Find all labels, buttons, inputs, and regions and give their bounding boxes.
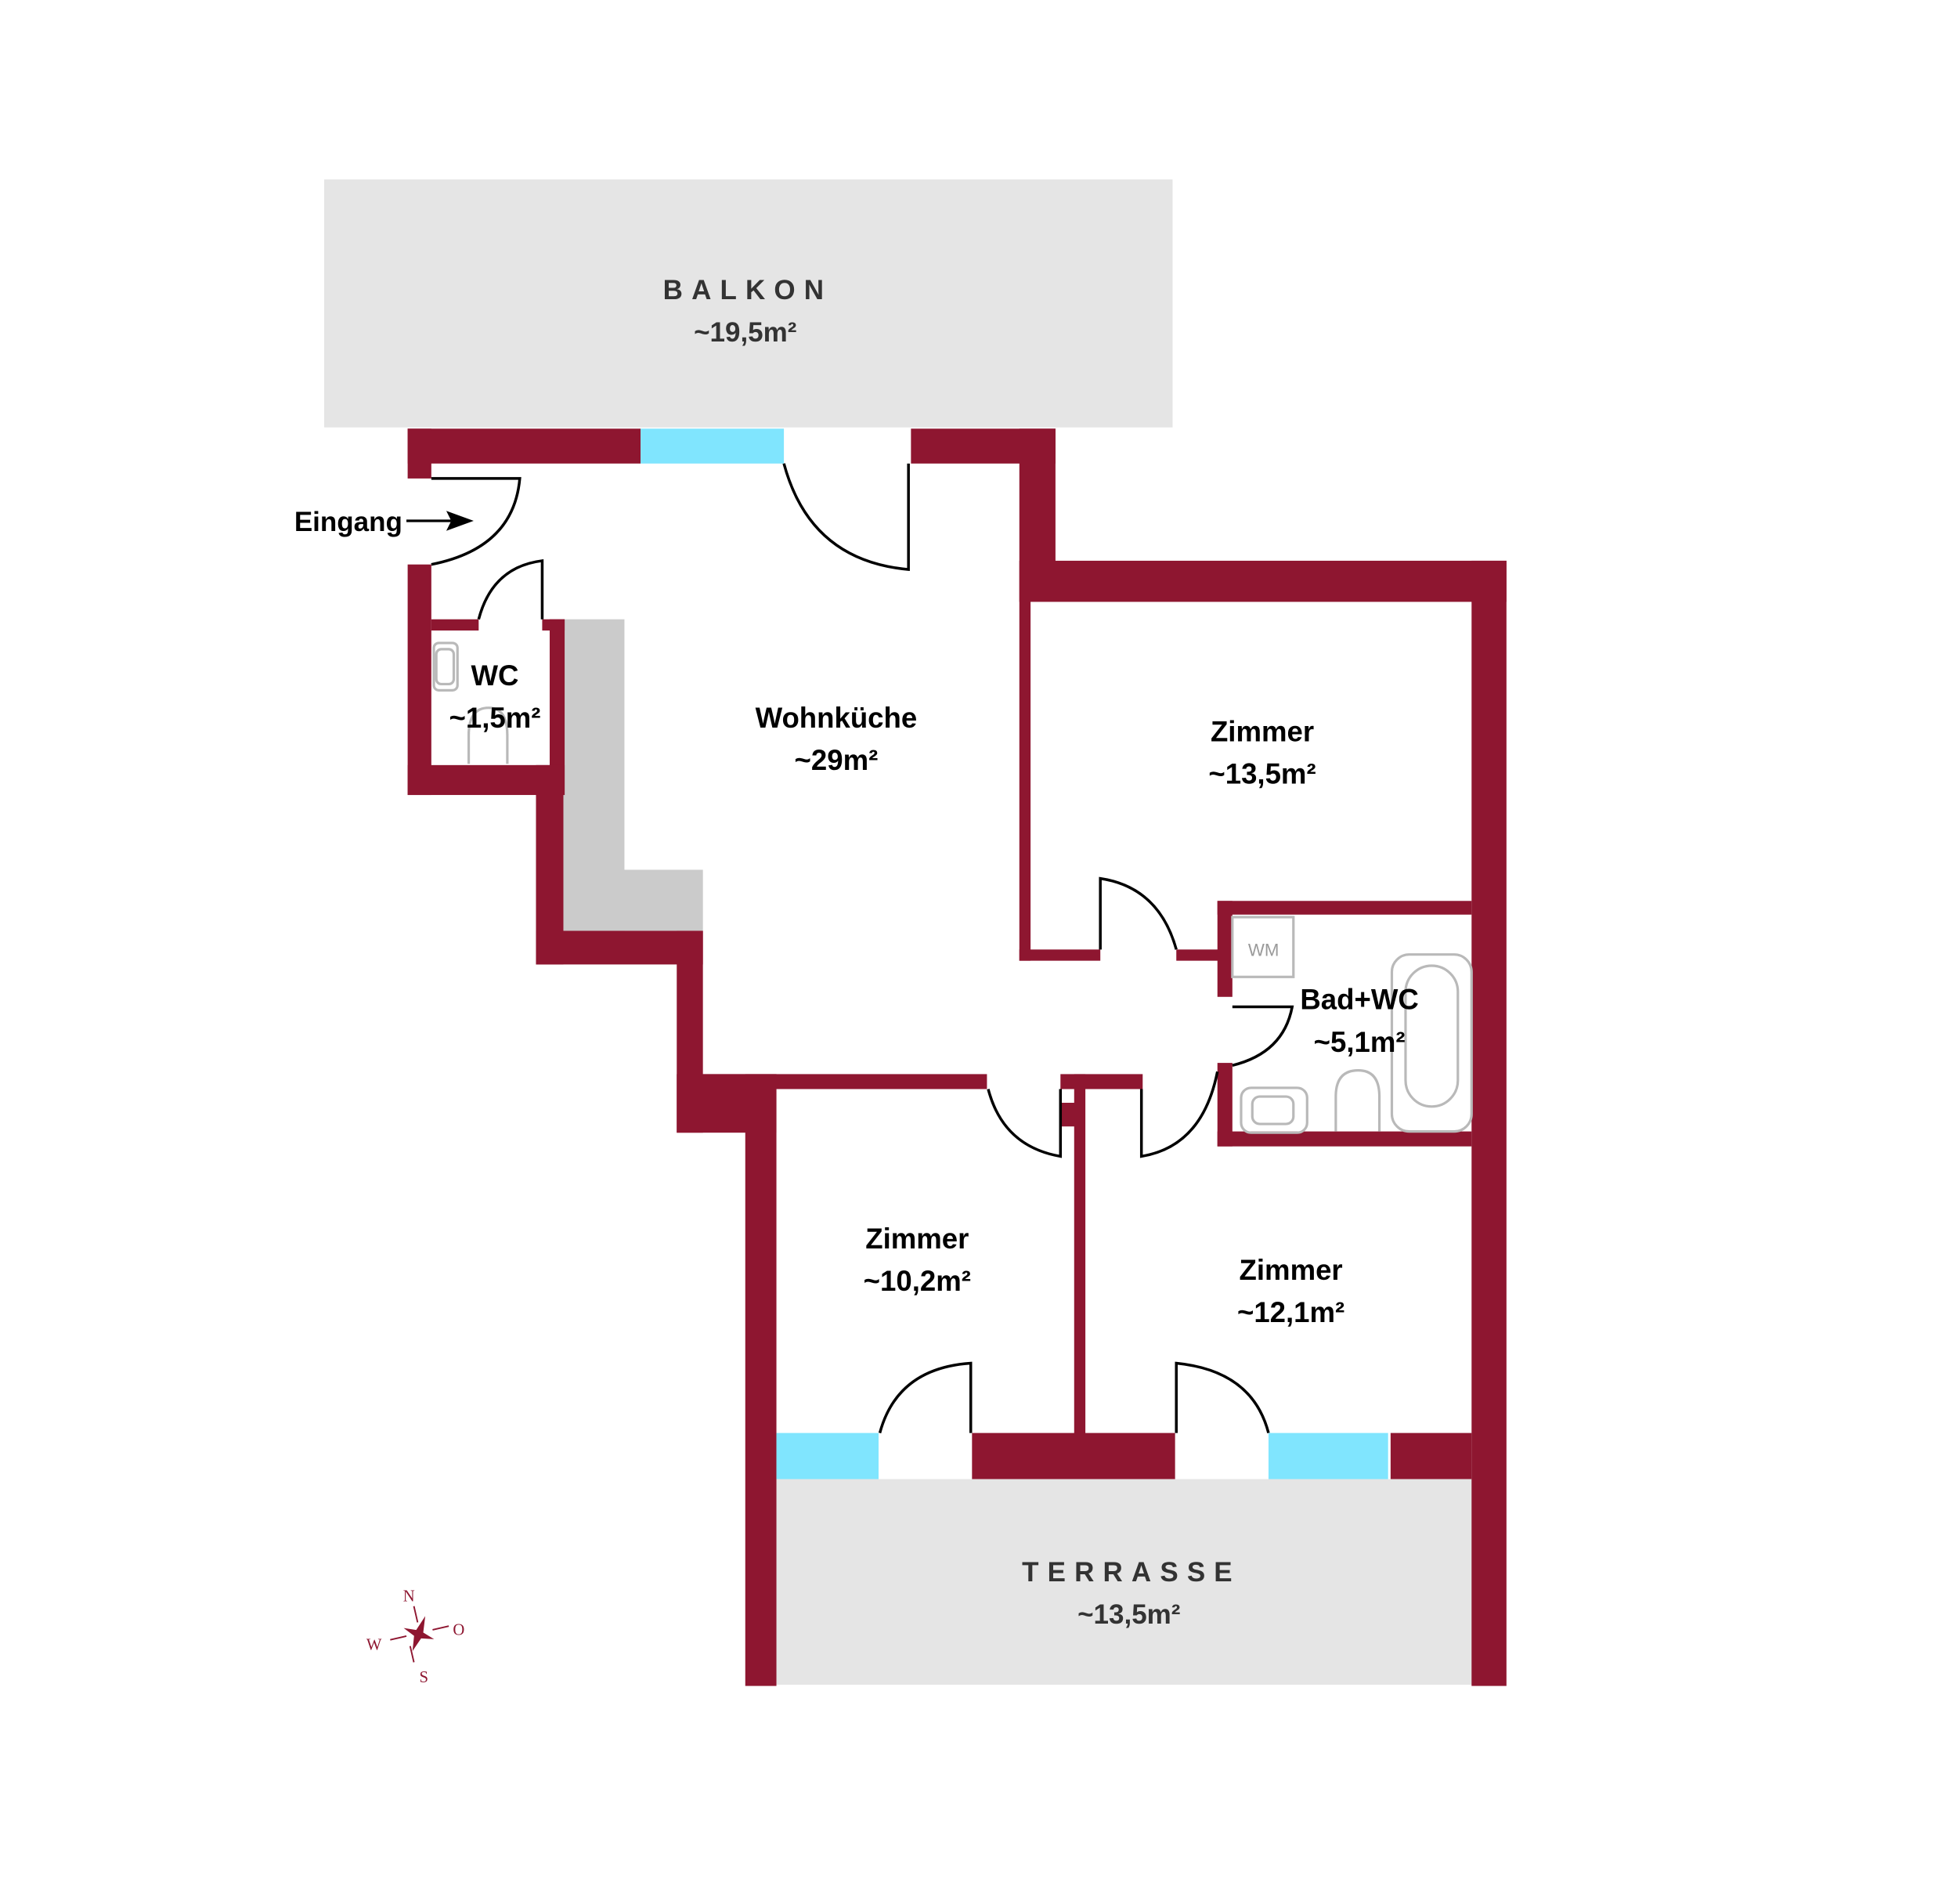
windows: [641, 428, 1388, 1479]
window-south-left: [776, 1433, 879, 1479]
zimmer-sw-hall-door: [987, 1089, 1063, 1158]
bathtub-icon: [1390, 953, 1473, 1133]
compass-o: O: [453, 1621, 464, 1638]
room-area-zimmer-sw: ~10,2m²: [864, 1265, 971, 1297]
room-area-zimmer-ne: ~13,5m²: [1208, 758, 1316, 790]
room-area-wohnkueche: ~29m²: [795, 744, 879, 776]
room-name-zimmer-ne: Zimmer: [1211, 716, 1314, 748]
room-name-wc: WC: [471, 659, 519, 692]
doors: [431, 463, 1294, 1434]
balkon: BALKON ~19,5m²: [324, 179, 1173, 428]
fixtures: WM: [432, 641, 1473, 1134]
room-name-zimmer-sw: Zimmer: [865, 1223, 969, 1255]
wc-door: [477, 558, 544, 620]
room-labels: Wohnküche ~29m² WC ~1,5m² Zimmer ~13,5m²…: [449, 659, 1419, 1328]
room-area-wc: ~1,5m²: [449, 702, 541, 734]
terrasse-area: [776, 1479, 1474, 1685]
wc-sink-icon: [432, 641, 459, 692]
balkon-title: BALKON: [663, 275, 833, 305]
wc-toilet-icon: [467, 706, 509, 764]
bad-door: [1232, 1005, 1294, 1067]
room-area-zimmer-se: ~12,1m²: [1237, 1296, 1344, 1328]
entrance-marker: Eingang: [294, 507, 474, 537]
terrasse-title: TERRASSE: [1022, 1557, 1241, 1588]
terrasse: TERRASSE ~13,5m²: [776, 1479, 1474, 1685]
compass-s: S: [420, 1669, 429, 1686]
terrasse-area-label: ~13,5m²: [1077, 1599, 1180, 1630]
zimmer-se-hall-door: [1139, 1071, 1219, 1158]
room-name-wohnkueche: Wohnküche: [756, 702, 918, 734]
walls: [407, 428, 1507, 1686]
bath-sink-icon: [1240, 1086, 1308, 1134]
kitchen-counter: [563, 619, 703, 931]
terrace-door-left: [878, 1361, 973, 1434]
room-area-bad: ~5,1m²: [1314, 1026, 1406, 1058]
entrance-label: Eingang: [294, 507, 402, 537]
balkon-area: [324, 179, 1173, 428]
window-north: [641, 428, 785, 464]
balkon-area-label: ~19,5m²: [694, 317, 796, 348]
bath-toilet-icon: [1334, 1069, 1381, 1132]
compass-w: W: [366, 1636, 382, 1653]
zimmer-ne-door: [1099, 876, 1178, 950]
compass-n: N: [403, 1588, 415, 1605]
washing-machine-icon: [1231, 916, 1295, 978]
room-name-zimmer-se: Zimmer: [1240, 1254, 1343, 1286]
entrance-door: [431, 477, 522, 566]
balkon-door: [782, 463, 910, 571]
washing-machine-label: WM: [1248, 940, 1279, 959]
compass-icon: N S W O: [366, 1588, 464, 1685]
room-name-bad: Bad+WC: [1300, 984, 1418, 1016]
terrace-door-right: [1175, 1361, 1270, 1434]
window-south-right: [1268, 1433, 1388, 1479]
